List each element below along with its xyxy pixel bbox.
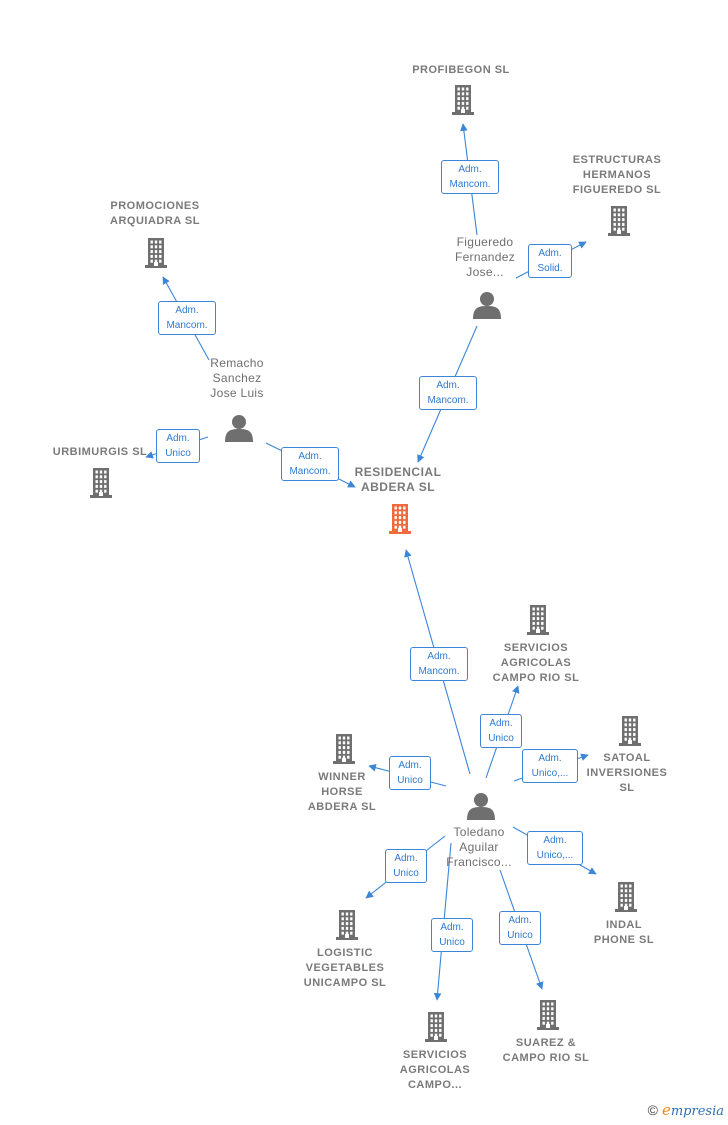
- edge-label-toledano-to-winner[interactable]: Adm. Unico: [389, 756, 431, 790]
- node-label-promociones[interactable]: PROMOCIONES ARQUIADRA SL: [110, 200, 200, 227]
- building-icon-promociones[interactable]: [145, 238, 167, 268]
- building-icon-winner[interactable]: [333, 734, 355, 764]
- building-icon-logistic[interactable]: [336, 910, 358, 940]
- node-label-serv_rio[interactable]: SERVICIOS AGRICOLAS CAMPO RIO SL: [492, 641, 580, 684]
- node-label-suarez[interactable]: SUAREZ & CAMPO RIO SL: [502, 1037, 590, 1064]
- building-icon-suarez[interactable]: [537, 1000, 559, 1030]
- node-label-satoal[interactable]: SATOAL INVERSIONES SL: [586, 751, 668, 794]
- edge-label-toledano-to-serv_rio[interactable]: Adm. Unico: [480, 714, 522, 748]
- node-label-remacho[interactable]: Remacho Sanchez Jose Luis: [210, 355, 264, 400]
- building-icon-estructuras[interactable]: [608, 206, 630, 236]
- edge-label-toledano-to-focus[interactable]: Adm. Mancom.: [410, 647, 468, 681]
- building-icon-urbimurgis[interactable]: [90, 468, 112, 498]
- node-label-winner[interactable]: WINNER HORSE ABDERA SL: [307, 770, 377, 813]
- node-label-serv_campo[interactable]: SERVICIOS AGRICOLAS CAMPO...: [399, 1048, 471, 1091]
- building-icon-profibegon[interactable]: [452, 85, 474, 115]
- node-label-figueredo[interactable]: Figueredo Fernandez Jose...: [454, 234, 516, 279]
- building-icon-satoal[interactable]: [619, 716, 641, 746]
- empresia-logo[interactable]: ©empresia: [648, 1101, 724, 1119]
- brand-initial: e: [661, 1101, 671, 1119]
- building-icon-serv_rio[interactable]: [527, 605, 549, 635]
- edge-label-figueredo-to-focus[interactable]: Adm. Mancom.: [419, 376, 477, 410]
- edge-label-toledano-to-indal[interactable]: Adm. Unico,...: [527, 831, 583, 865]
- node-label-profibegon[interactable]: PROFIBEGON SL: [412, 63, 510, 76]
- person-icon-toledano[interactable]: [467, 793, 495, 820]
- node-label-logistic[interactable]: LOGISTIC VEGETABLES UNICAMPO SL: [303, 946, 387, 989]
- person-icon-figueredo[interactable]: [473, 292, 501, 319]
- node-label-toledano[interactable]: Toledano Aguilar Francisco...: [446, 824, 512, 869]
- node-label-estructuras[interactable]: ESTRUCTURAS HERMANOS FIGUEREDO SL: [572, 153, 662, 196]
- edge-label-toledano-to-suarez[interactable]: Adm. Unico: [499, 911, 541, 945]
- building-icon-serv_campo[interactable]: [425, 1012, 447, 1042]
- building-icon-indal[interactable]: [615, 882, 637, 912]
- edge-label-figueredo-to-estructuras[interactable]: Adm. Solid.: [528, 244, 572, 278]
- edge-label-toledano-to-logistic[interactable]: Adm. Unico: [385, 849, 427, 883]
- node-label-urbimurgis[interactable]: URBIMURGIS SL: [52, 445, 148, 458]
- node-label-focus[interactable]: RESIDENCIAL ABDERA SL: [354, 465, 442, 494]
- edge-label-remacho-to-promociones[interactable]: Adm. Mancom.: [158, 301, 216, 335]
- focus-building-icon-focus[interactable]: [389, 504, 411, 534]
- brand-name: mpresia: [670, 1104, 724, 1119]
- edge-label-toledano-to-serv_campo[interactable]: Adm. Unico: [431, 918, 473, 952]
- copyright-icon: ©: [647, 1102, 658, 1118]
- edge-label-toledano-to-satoal[interactable]: Adm. Unico,...: [522, 749, 578, 783]
- node-label-indal[interactable]: INDAL PHONE SL: [593, 919, 655, 946]
- person-icon-remacho[interactable]: [225, 415, 253, 442]
- edge-label-figueredo-to-profibegon[interactable]: Adm. Mancom.: [441, 160, 499, 194]
- edge-label-remacho-to-urbimurgis[interactable]: Adm. Unico: [156, 429, 200, 463]
- edge-label-remacho-to-focus[interactable]: Adm. Mancom.: [281, 447, 339, 481]
